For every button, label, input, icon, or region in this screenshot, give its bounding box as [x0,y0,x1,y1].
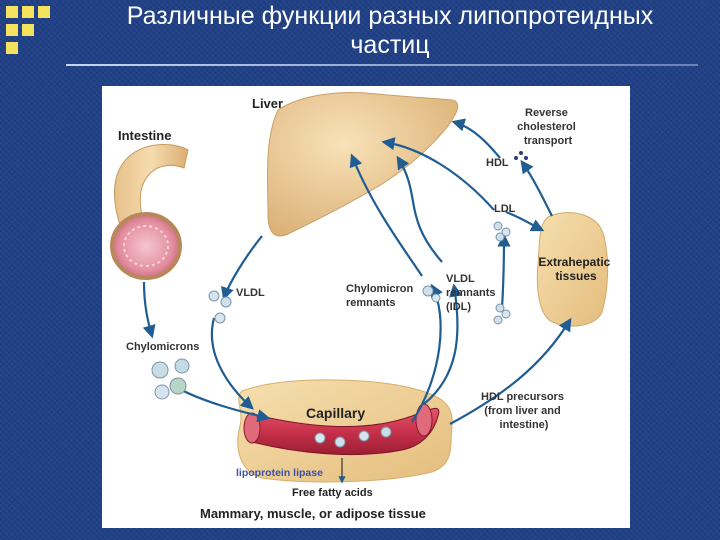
particle [151,361,169,379]
intestine-lumen-inner [123,225,169,267]
particle [380,426,392,438]
title-bullets [6,6,70,66]
bullet-square [22,6,34,18]
arrow-liver-to-vldl [221,235,263,301]
particle [358,430,370,442]
particle [495,232,505,242]
title-underline [66,64,698,66]
bullet-square [38,6,50,18]
arrow-tissue-to-hdl [520,159,553,217]
particle [493,315,503,325]
extrahepatic-tissue-shape [536,212,609,327]
intestine-lumen [110,212,182,280]
label-tissue-footer: Mammary, muscle, or adipose tissue [200,506,426,521]
bullet-square [6,24,18,36]
particle [220,296,232,308]
particle [169,377,187,395]
hdl-dot [514,156,518,160]
label-lipoprotein-lipase: lipoprotein lipase [236,467,323,479]
arrow-capillary-to-hdl-precursors [449,317,572,425]
label-extrahepatic: Extrahepatic tissues [538,255,613,283]
particle [174,358,190,374]
label-vldl: VLDL [236,287,265,299]
particle [214,312,226,324]
slide-title-line-1: Различные функции разных липопротеидных [126,2,654,30]
particle [501,309,511,319]
lipoprotein-diagram: Liver Intestine Reverse cholesterol tran… [110,92,613,521]
particle [501,227,511,237]
arrow-intestine-to-chylomicrons [142,281,156,339]
particle [493,221,503,231]
slide-title-line-2: частиц [350,31,430,59]
label-hdl: HDL [486,157,509,169]
arrow-chylo-remnants-to-liver [349,153,423,277]
vessel-opening-left [243,412,261,444]
particle [422,285,434,297]
particle [154,384,170,400]
label-chylomicrons: Chylomicrons [126,341,199,353]
diagram-panel: Liver Intestine Reverse cholesterol tran… [102,86,630,528]
arrow-hdl-to-liver [451,118,501,159]
particle [431,293,441,303]
label-ldl: LDL [494,203,516,215]
label-capillary: Capillary [306,405,365,421]
label-intestine: Intestine [118,128,171,143]
label-free-fatty-acids: Free fatty acids [292,487,373,499]
label-reverse-transport: Reverse cholesterol transport [517,107,579,147]
bullet-square [22,24,34,36]
arrow-ldl-to-tissue [505,210,545,232]
particle [314,432,326,444]
particle [208,290,220,302]
arrow-vldl-remnants-to-ldl [497,233,511,309]
label-vldl-remnants: VLDL remnants (IDL) [446,273,499,313]
label-chylomicron-remnants: Chylomicron remnants [346,283,416,309]
vessel-opening-right [415,403,433,437]
hdl-dot [524,156,528,160]
particle [495,303,505,313]
liver-shape [266,92,459,237]
arrow-capillary-to-vldl-remnants [423,283,463,405]
particle [334,436,346,448]
arrow-vldl-to-capillary [210,317,254,410]
arrow-ldl-to-liver [381,137,495,211]
label-liver: Liver [252,96,283,111]
slide-title: Различные функции разных липопротеидных … [80,2,700,60]
bullet-square [6,42,18,54]
bullet-square [6,6,18,18]
label-hdl-precursors: HDL precursors (from liver and intestine… [481,391,567,431]
hdl-dot [519,151,523,155]
arrow-idl-to-liver [396,155,443,263]
